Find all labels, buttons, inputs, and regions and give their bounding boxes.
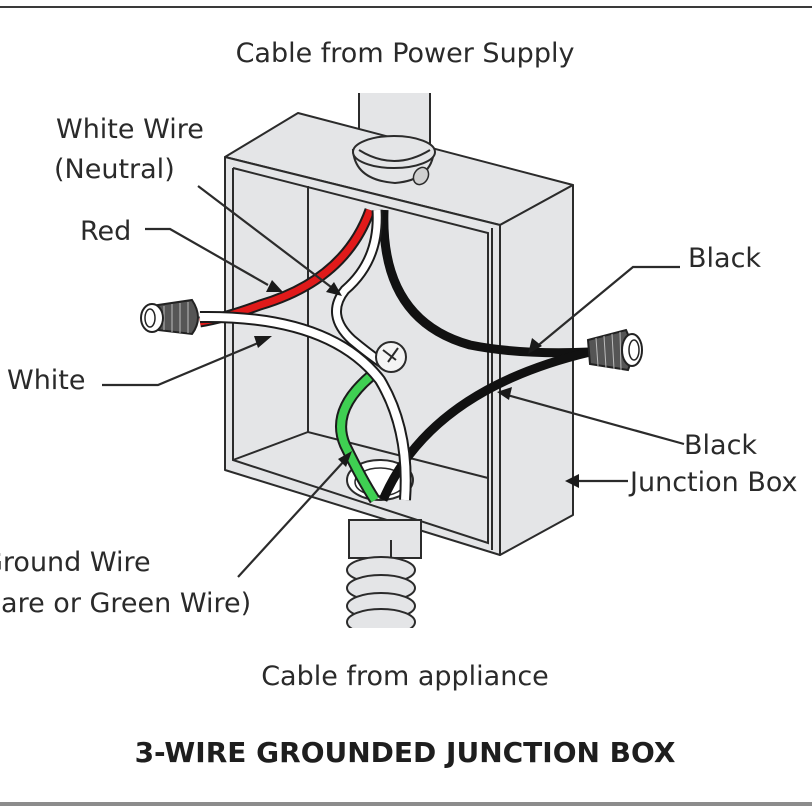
wires [199,208,592,504]
label-black-lower: Black [684,430,757,461]
label-black-upper: Black [688,243,761,274]
label-ground-line2: (Bare or Green Wire) [0,588,251,619]
label-white: White [7,365,86,396]
top-caption: Cable from Power Supply [236,38,575,69]
ground-screw [375,341,407,373]
bottom-caption: Cable from appliance [261,661,549,692]
label-white-neutral-line2: (Neutral) [54,154,175,185]
label-red: Red [80,216,131,247]
appliance-conduit [346,519,422,640]
bottom-border [0,802,812,806]
black-wire-upper [379,209,591,358]
label-junction-box: Junction Box [628,467,798,498]
label-ground-line1: Ground Wire [0,547,151,578]
wire-nut-right [586,328,643,372]
wire-nut-left [140,298,199,336]
leader-lines [102,185,685,578]
black-wire-lower [378,347,592,502]
figure-title: 3-WIRE GROUNDED JUNCTION BOX [135,736,676,769]
label-white-neutral-line1: White Wire [56,114,204,145]
conduit-collar [351,135,436,186]
top-border [0,6,812,8]
